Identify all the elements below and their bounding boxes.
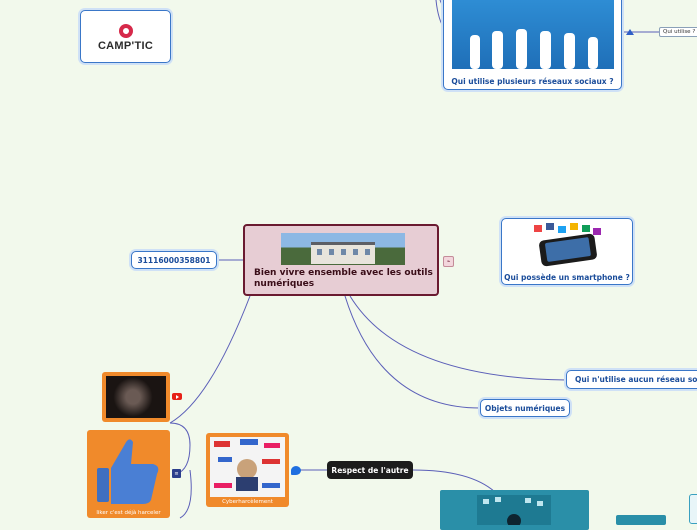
link-icon[interactable]: ≡: [172, 469, 181, 478]
camptic-logo: CAMP'TIC: [80, 10, 171, 63]
node-reseaux-sociaux[interactable]: Qui utilise plusieurs réseaux sociaux ?: [443, 0, 622, 90]
smartphone-image: [530, 223, 606, 267]
arrow-icon: [626, 29, 634, 35]
attachment-icon[interactable]: ⌁: [443, 256, 454, 267]
central-image: [281, 233, 405, 265]
node-smartphone[interactable]: Qui possède un smartphone ?: [501, 218, 633, 285]
camptic-logo-text: CAMP'TIC: [97, 40, 154, 52]
camptic-logo-icon: [119, 24, 133, 38]
bottom-teal-image: [477, 495, 551, 528]
cyber-image: [210, 437, 285, 497]
central-node[interactable]: Bien vivre ensemble avec les outils numé…: [243, 224, 439, 296]
cyber-caption: Cyberharcèlement: [222, 499, 273, 505]
bottom-teal-card[interactable]: [440, 490, 589, 530]
bubble-icon[interactable]: [291, 466, 301, 475]
node-smartphone-label: Qui possède un smartphone ?: [504, 273, 630, 282]
node-respect[interactable]: Respect de l'autre: [327, 461, 413, 479]
video-thumbnail: [106, 376, 166, 418]
hands-image: [452, 0, 614, 69]
qui-utilise-label[interactable]: Qui utilise ?: [659, 27, 697, 37]
node-objets-numeriques[interactable]: Objets numériques: [480, 399, 570, 417]
node-reseaux-label: Qui utilise plusieurs réseaux sociaux ?: [451, 77, 614, 86]
video-card[interactable]: [102, 372, 170, 422]
node-id-number[interactable]: 31116000358801: [131, 251, 217, 269]
cyberharcelement-card[interactable]: Cyberharcèlement: [206, 433, 289, 507]
node-aucun-reseau[interactable]: Qui n'utilise aucun réseau social: [566, 370, 697, 389]
central-title: Bien vivre ensemble avec les outils numé…: [254, 268, 433, 289]
youtube-icon[interactable]: [172, 393, 182, 400]
bottom-card-2[interactable]: [616, 515, 666, 525]
thumbs-up-image: [91, 434, 166, 508]
liker-caption: liker c'est déjà harceler: [96, 510, 161, 516]
liker-card[interactable]: liker c'est déjà harceler: [87, 430, 170, 518]
